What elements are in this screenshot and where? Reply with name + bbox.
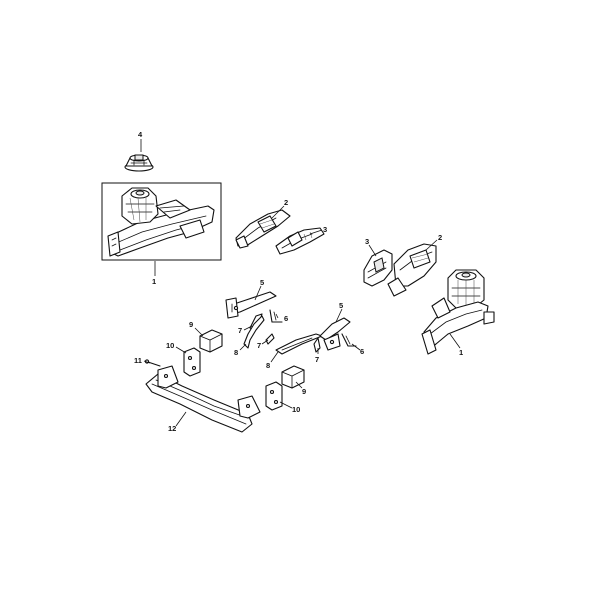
callout-1-left: 1 [152,277,156,286]
callout-5-left: 5 [260,278,264,287]
callout-2-left: 2 [284,198,288,207]
callout-2-right: 2 [438,233,442,242]
part-1-rail-assembly-left [107,187,215,257]
callout-4: 4 [138,130,143,139]
part-3-reinforcement-left [275,227,325,255]
callout-9-left: 9 [189,320,193,329]
part-5-brace-right [319,317,351,351]
part-10-plate-right [265,381,283,411]
part-2-upper-rail-right [387,243,437,297]
part-10-plate-left [183,347,201,377]
assembly-1-frame [101,182,222,261]
part-2-upper-rail-left [235,209,291,249]
leader-lines [140,139,461,427]
part-9-crash-box-left [199,329,223,353]
part-6-clip-right [341,333,357,347]
callout-7-left-top: 7 [238,326,242,335]
callout-6-left: 6 [284,314,288,323]
part-7-clip-middle [265,333,275,345]
part-6-clip-left [269,309,283,323]
callout-12: 12 [168,424,176,433]
part-4-strut-mount [124,154,154,172]
callout-7-right: 7 [315,355,319,364]
callout-9-right: 9 [302,387,306,396]
callout-10-left: 10 [166,341,174,350]
part-7-clip-right [313,337,321,353]
callout-labels: 4 1 2 3 3 2 1 5 6 7 8 7 8 5 6 7 9 10 9 1… [134,130,463,433]
part-3-reinforcement-right [363,249,393,287]
part-5-brace-left [225,291,277,319]
callout-3-left: 3 [323,225,327,234]
part-12-bumper-beam [145,365,261,433]
part-9-crash-box-right [281,365,305,389]
part-11-bolt [144,359,161,367]
callout-6-right: 6 [360,347,364,356]
callout-8-middle: 8 [266,361,270,370]
part-8-strap-left [243,315,265,349]
callout-5-right: 5 [339,301,343,310]
callout-7-middle: 7 [257,341,261,350]
callout-3-right: 3 [365,237,369,246]
part-1-rail-assembly-right [421,269,495,355]
callout-1-right: 1 [459,348,463,357]
callout-10-right: 10 [292,405,300,414]
callout-8-left: 8 [234,348,238,357]
callout-11: 11 [134,356,142,365]
